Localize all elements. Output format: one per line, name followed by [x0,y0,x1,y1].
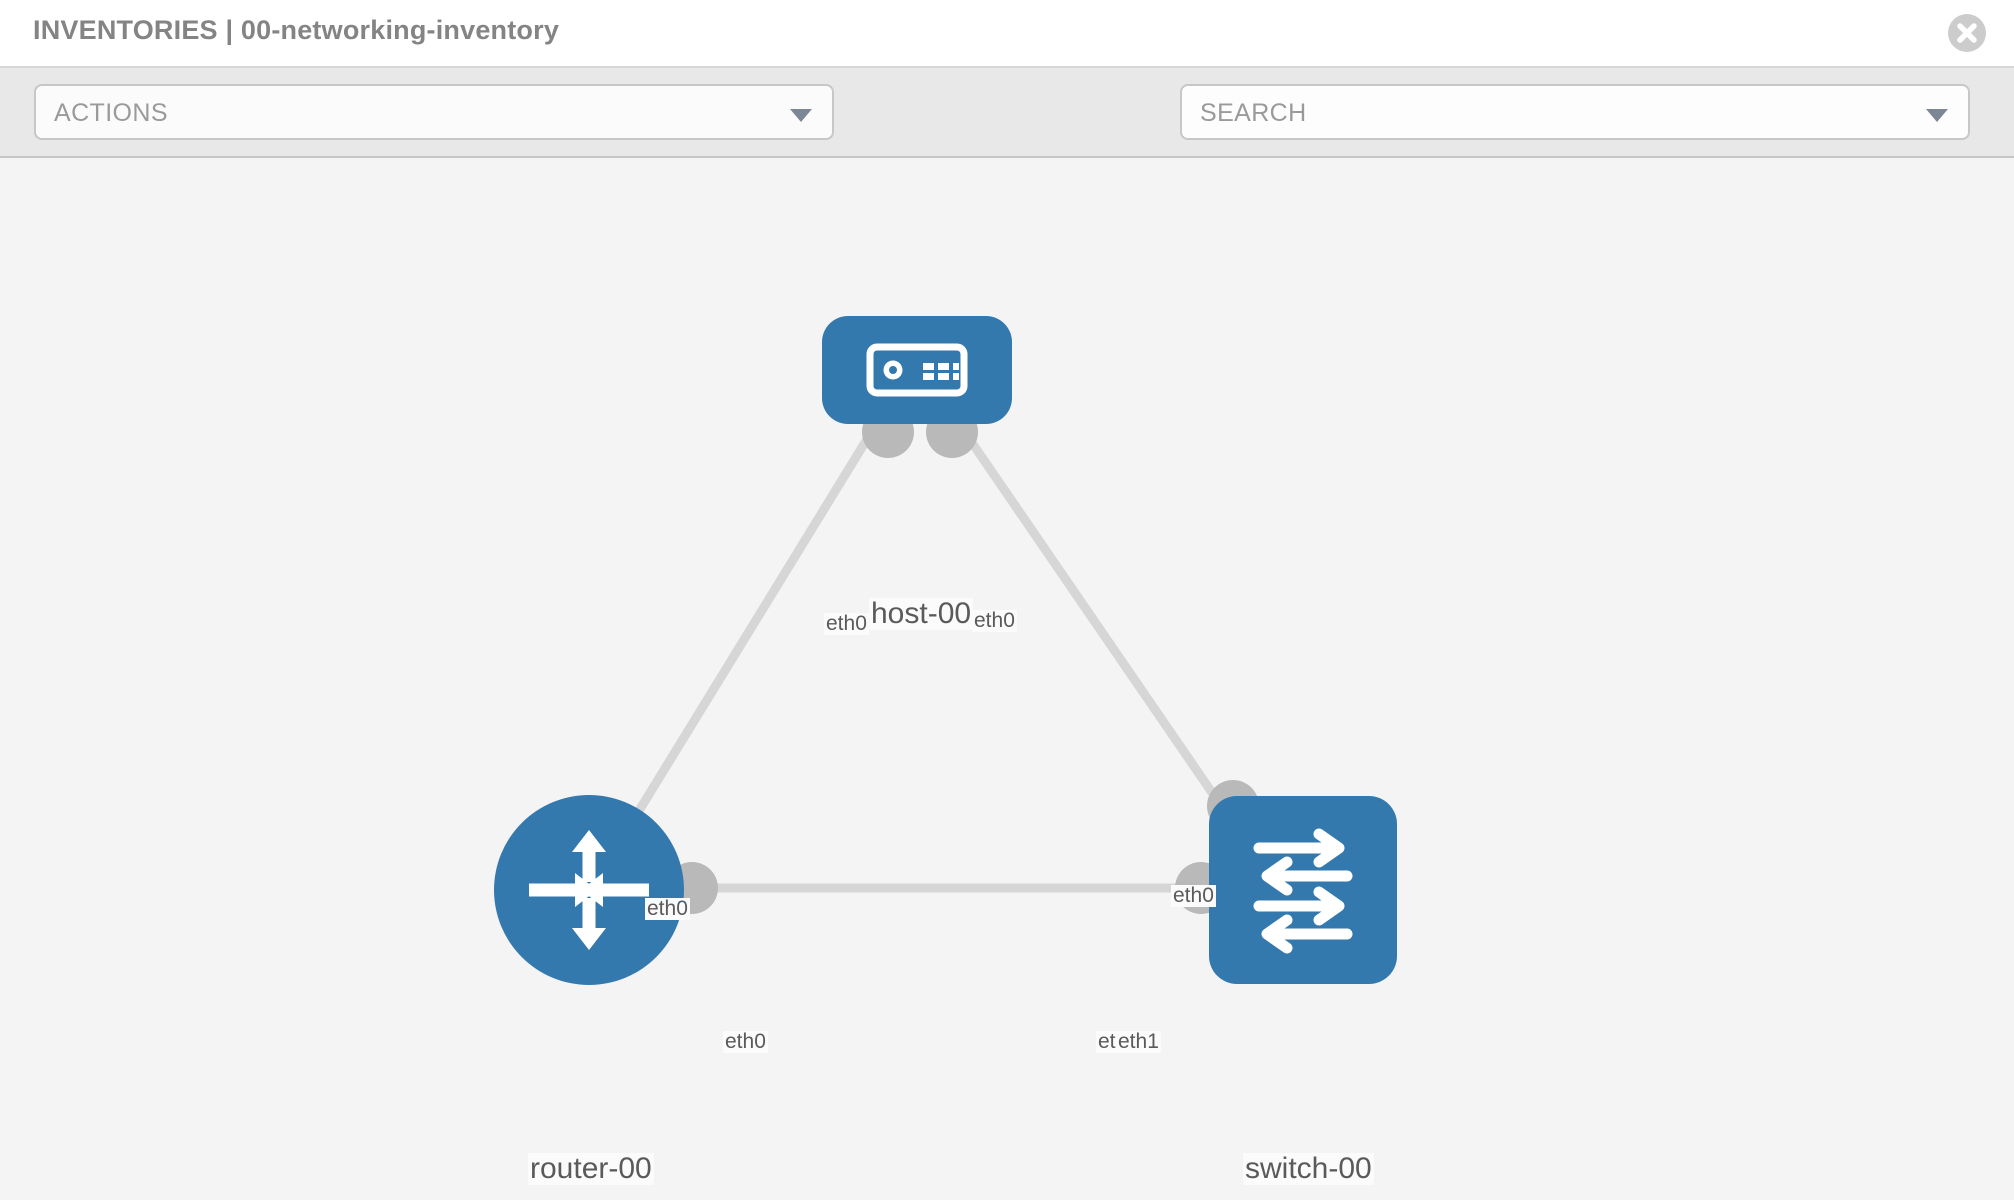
iface-label-host00-eth0-right: eth0 [972,609,1017,633]
topology-canvas[interactable]: eth0 eth0 eth0 eth0 eth0 eth0 eth1 host-… [0,158,2014,1200]
page-header: INVENTORIES | 00-networking-inventory [0,0,2014,68]
iface-label-host00-eth0-left: eth0 [824,612,869,636]
toolbar: ACTIONS SEARCH [0,68,2014,195]
node-label-host-00: host-00 [869,597,974,630]
chevron-down-icon[interactable] [1926,109,1948,122]
node-host-00[interactable] [822,316,1012,424]
link-host00-router00[interactable] [606,415,884,861]
chevron-down-icon [790,109,812,122]
page-title: INVENTORIES | 00-networking-inventory [33,15,560,45]
iface-label-router00-eth0: eth0 [723,1030,768,1054]
node-switch-00-shape[interactable] [1209,796,1397,984]
node-label-switch-00: switch-00 [1243,1152,1374,1185]
actions-dropdown-label: ACTIONS [54,99,168,127]
link-host00-switch00[interactable] [951,415,1254,851]
iface-label-switch00-eth1: eth1 [1116,1030,1161,1054]
node-switch-00[interactable] [1209,796,1397,984]
topology-graph [494,316,1397,985]
node-host-00-shape[interactable] [822,316,1012,424]
close-icon[interactable] [1948,14,1986,52]
topology-endpoints [666,406,1259,914]
search-input[interactable]: SEARCH [1180,84,1970,140]
node-label-router-00: router-00 [528,1152,654,1185]
actions-dropdown[interactable]: ACTIONS [34,84,834,140]
topology-links [606,415,1254,893]
node-router-00[interactable] [494,795,684,985]
iface-label-switch00-eth0: eth0 [1171,884,1216,908]
search-placeholder: SEARCH [1200,99,1307,127]
iface-label-router00-eth0-up: eth0 [645,897,690,921]
